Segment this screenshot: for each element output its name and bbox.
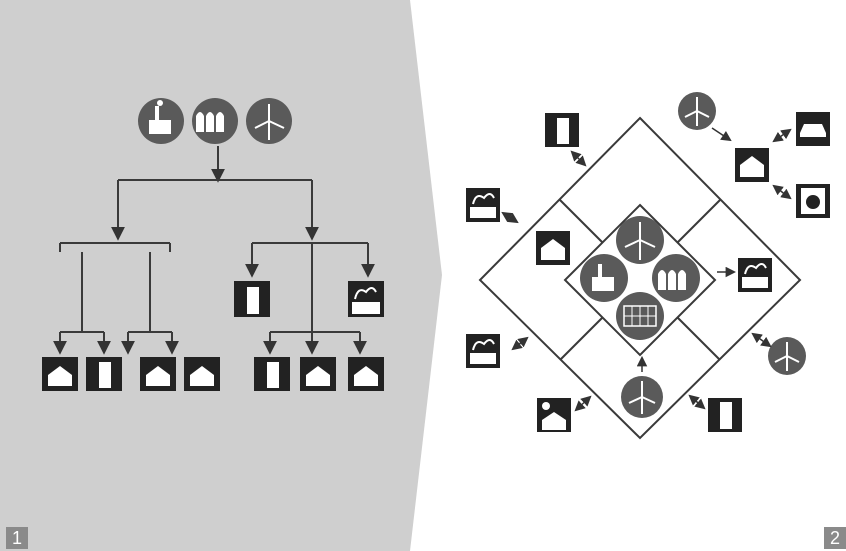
- factory-icon: [738, 258, 772, 292]
- house-icon: [348, 357, 384, 391]
- panel-2-number-label: 2: [824, 527, 846, 549]
- office-building-icon: [545, 113, 579, 147]
- car-icon: [796, 112, 830, 146]
- washing-machine-icon: [796, 184, 830, 218]
- house-icon: [735, 148, 769, 182]
- bidirectional-connectors: [501, 127, 792, 412]
- smart-grid-outer-ring: [478, 116, 802, 440]
- center-wind-turbine-icon: [616, 216, 664, 264]
- generator-power-plant-icon: [192, 98, 238, 144]
- wind-turbine-icon: [768, 337, 806, 375]
- center-solar-panel-icon: [616, 292, 664, 340]
- solar-house-icon: [537, 398, 571, 432]
- wind-turbine-icon: [621, 376, 663, 418]
- center-factory-icon: [580, 254, 628, 302]
- factory-icon: [348, 281, 384, 317]
- office-building-icon: [234, 281, 270, 317]
- house-icon: [536, 231, 570, 265]
- house-icon: [42, 357, 78, 391]
- hierarchical-grid-lines: [53, 146, 375, 355]
- office-building-icon: [708, 398, 742, 432]
- panel-1-number-label: 1: [6, 527, 28, 549]
- factory-icon: [466, 188, 500, 222]
- house-icon: [140, 357, 176, 391]
- generator-factory-icon: [138, 98, 184, 144]
- center-power-plant-icon: [652, 254, 700, 302]
- office-building-icon: [254, 357, 290, 391]
- house-icon: [184, 357, 220, 391]
- house-icon: [300, 357, 336, 391]
- factory-icon: [466, 334, 500, 368]
- generator-wind-turbine-icon: [246, 98, 292, 144]
- office-building-icon: [86, 357, 122, 391]
- wind-turbine-icon: [678, 92, 716, 130]
- panel-1-background: [0, 0, 442, 551]
